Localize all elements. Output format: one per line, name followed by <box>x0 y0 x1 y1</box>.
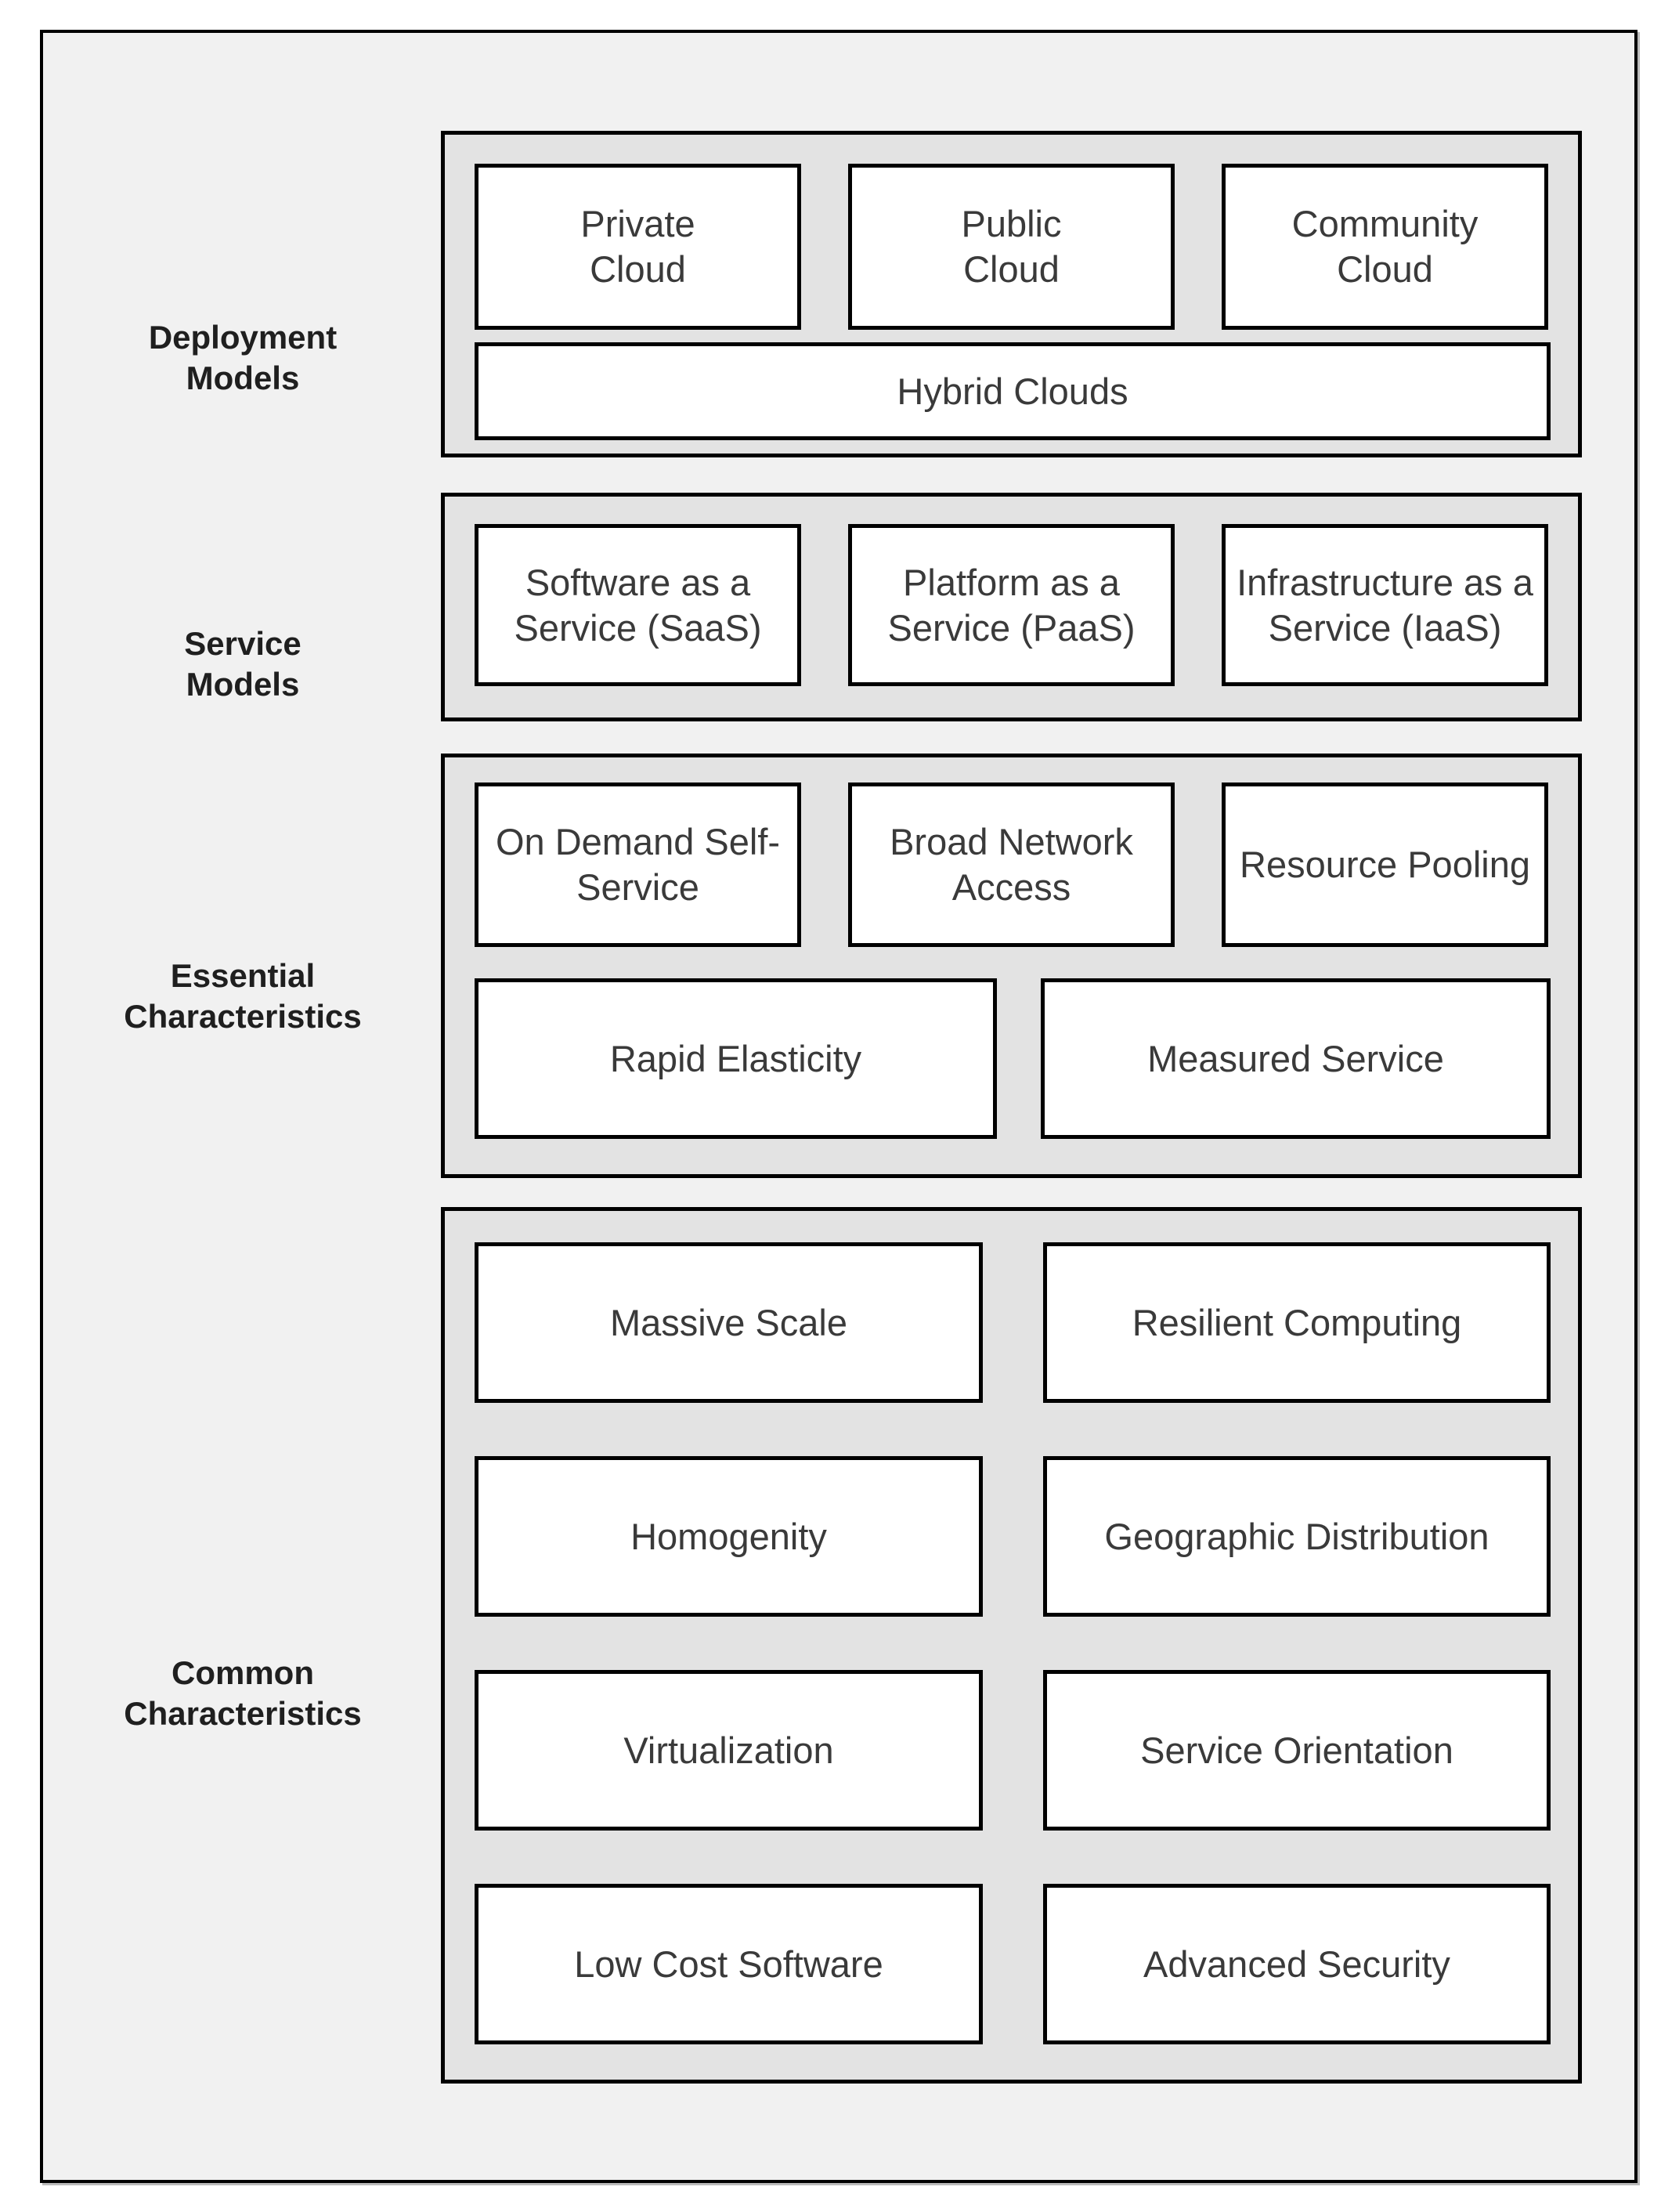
box-saas: Software as a Service (SaaS) <box>475 524 801 686</box>
box-massive-scale: Massive Scale <box>475 1242 983 1403</box>
box-geographic-distribution: Geographic Distribution <box>1043 1456 1551 1617</box>
box-on-demand-self-service: On Demand Self- Service <box>475 783 801 947</box>
group-deployment-models: Private Cloud Public Cloud Community Clo… <box>441 131 1582 457</box>
section-label-deployment-models: Deployment Models <box>148 319 338 396</box>
box-advanced-security: Advanced Security <box>1043 1884 1551 2044</box>
box-low-cost-software: Low Cost Software <box>475 1884 983 2044</box>
group-essential-characteristics: On Demand Self- Service Broad Network Ac… <box>441 754 1582 1178</box>
box-service-orientation: Service Orientation <box>1043 1670 1551 1831</box>
diagram-panel: Deployment Models Service Models Essenti… <box>40 30 1637 2183</box>
section-label-service-models: Service Models <box>184 625 301 703</box>
group-common-characteristics: Massive Scale Resilient Computing Homoge… <box>441 1207 1582 2084</box>
box-resilient-computing: Resilient Computing <box>1043 1242 1551 1403</box>
box-iaas: Infrastructure as a Service (IaaS) <box>1222 524 1548 686</box>
box-community-cloud: Community Cloud <box>1222 164 1548 330</box>
section-label-common-characteristics: Common Characteristics <box>124 1654 362 1732</box>
box-resource-pooling: Resource Pooling <box>1222 783 1548 947</box>
section-label-essential-characteristics: Essential Characteristics <box>124 957 362 1035</box>
group-service-models: Software as a Service (SaaS) Platform as… <box>441 493 1582 721</box>
box-virtualization: Virtualization <box>475 1670 983 1831</box>
box-measured-service: Measured Service <box>1041 978 1551 1139</box>
box-paas: Platform as a Service (PaaS) <box>848 524 1175 686</box>
box-hybrid-clouds: Hybrid Clouds <box>475 342 1551 440</box>
box-broad-network-access: Broad Network Access <box>848 783 1175 947</box>
box-private-cloud: Private Cloud <box>475 164 801 330</box>
box-public-cloud: Public Cloud <box>848 164 1175 330</box>
box-rapid-elasticity: Rapid Elasticity <box>475 978 997 1139</box>
box-homogenity: Homogenity <box>475 1456 983 1617</box>
